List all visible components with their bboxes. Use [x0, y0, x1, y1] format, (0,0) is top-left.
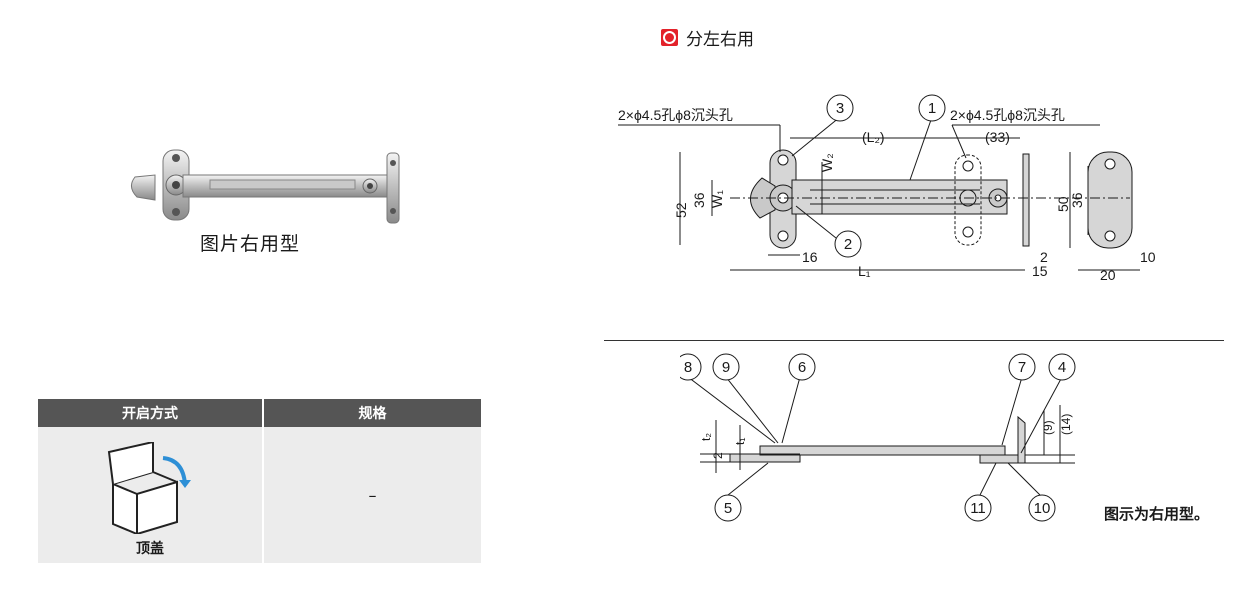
opening-method-label: 顶盖: [136, 541, 164, 557]
balloon-10: 10: [1034, 500, 1051, 517]
spec-table: 开启方式 规格 顶盖 –: [38, 399, 483, 563]
top-view-drawing: 2×ϕ4.5孔ϕ8沉头孔 2×ϕ4.5孔ϕ8沉头孔 (L₂) (33) 16 L…: [618, 94, 1156, 283]
section-divider: [604, 340, 1224, 341]
dim-15: 15: [1032, 263, 1048, 279]
balloon-6: 6: [798, 359, 806, 376]
dim-20: 20: [1100, 267, 1116, 283]
dim-33: (33): [985, 129, 1010, 145]
dim-t2: t₂: [699, 433, 713, 441]
dim-W1: W₁: [709, 190, 725, 208]
dim-52: 52: [673, 202, 689, 218]
photo-caption: 图片右用型: [200, 233, 301, 255]
dim-50: 50: [1055, 196, 1071, 212]
dim-36-left: 36: [691, 192, 707, 208]
right-use-note: 图示为右用型。: [1104, 505, 1210, 523]
balloon-3: 3: [836, 100, 844, 117]
dim-36-right: 36: [1069, 192, 1085, 208]
dim-14: (14): [1059, 414, 1073, 435]
balloon-5: 5: [724, 500, 732, 517]
balloon-8: 8: [684, 359, 692, 376]
legend-label: 分左右用: [686, 30, 754, 50]
balloon-9: 9: [722, 359, 730, 376]
balloon-7: 7: [1018, 359, 1026, 376]
header-spec: 规格: [263, 399, 483, 427]
header-opening-method: 开启方式: [38, 399, 264, 427]
dim-2-side: 2: [711, 452, 725, 459]
dim-W2: W₂: [819, 153, 835, 172]
balloon-2: 2: [844, 236, 852, 253]
dim-L2: (L₂): [862, 129, 885, 145]
opening-method-cell: 顶盖: [38, 427, 264, 563]
dim-2: 2: [1040, 249, 1048, 265]
balloon-4: 4: [1058, 359, 1066, 376]
dim-10: 10: [1140, 249, 1156, 265]
hole-spec-right: 2×ϕ4.5孔ϕ8沉头孔: [950, 107, 1065, 123]
left-right-use-icon: [661, 29, 678, 46]
dim-t1: t₁: [733, 438, 747, 445]
stay-product-photo: [131, 149, 400, 224]
legend: 分左右用: [661, 25, 754, 50]
dim-16: 16: [802, 249, 818, 265]
top-lid-box-icon: [107, 440, 191, 536]
hole-spec-left: 2×ϕ4.5孔ϕ8沉头孔: [618, 107, 733, 123]
balloon-1: 1: [928, 100, 936, 117]
spec-value: –: [263, 427, 483, 563]
side-view-drawing: t₂ 2 t₁ (9) (14) 8 9 6 7 4 5 11 10: [680, 353, 1076, 522]
dim-9: (9): [1041, 420, 1055, 435]
balloon-11: 11: [970, 500, 986, 517]
dim-L1: L₁: [858, 263, 871, 279]
